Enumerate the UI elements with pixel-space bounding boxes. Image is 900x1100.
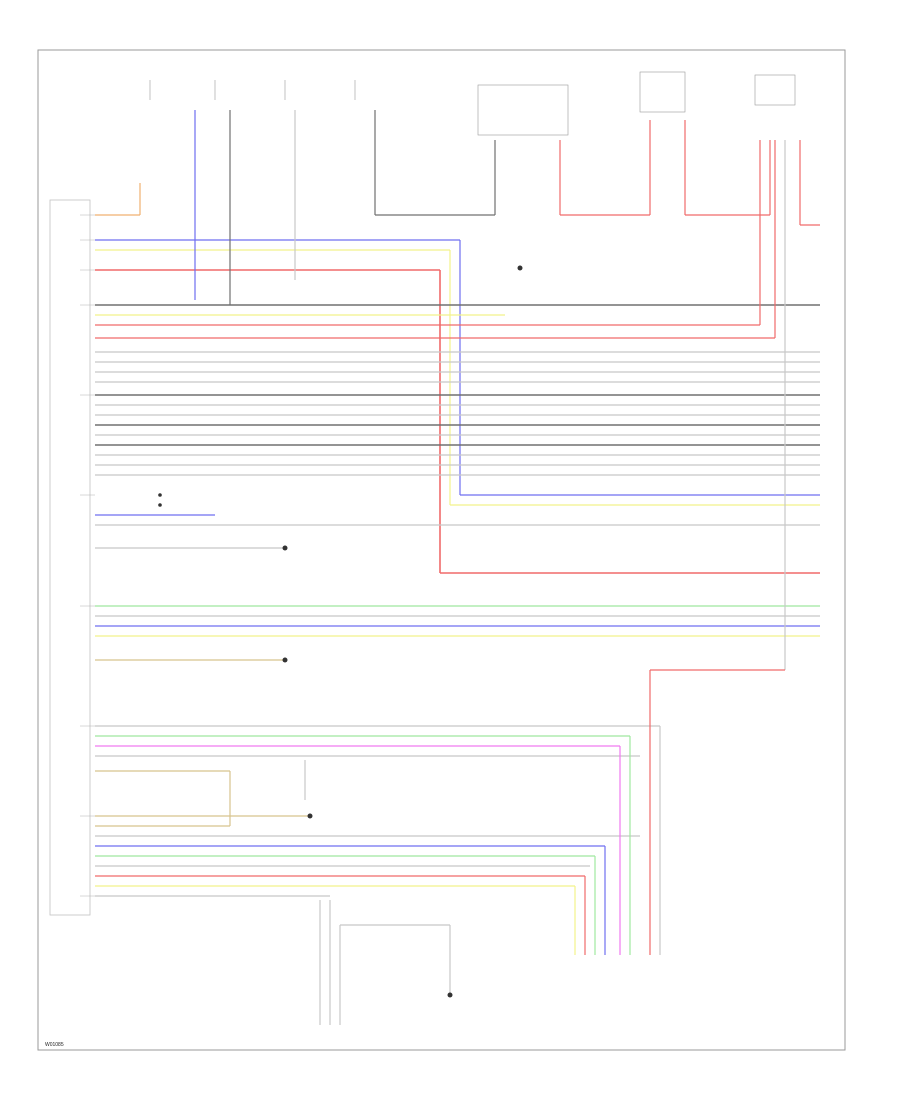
main-module-box <box>49 199 91 916</box>
vertical-wires <box>194 110 820 1025</box>
diagram-border <box>37 49 846 1051</box>
module-pin-ticks <box>80 214 95 897</box>
connection-points <box>158 265 523 998</box>
wire-bundle <box>95 183 820 897</box>
top-fuse-row <box>149 71 796 136</box>
footer-code: W01085 <box>45 1042 64 1048</box>
